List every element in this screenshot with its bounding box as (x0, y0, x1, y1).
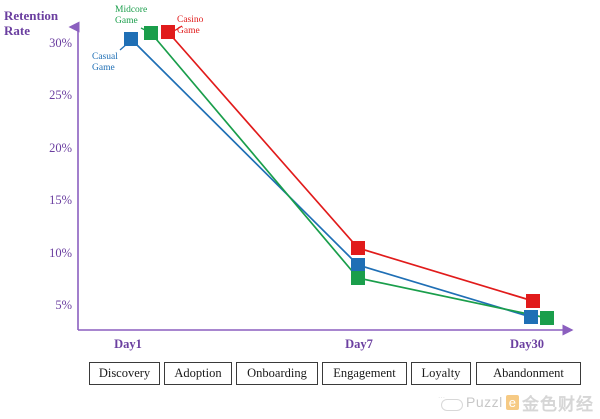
data-point-casual-day7 (351, 258, 365, 272)
data-point-midcore-day30 (540, 311, 554, 325)
data-point-casino-day1 (161, 25, 175, 39)
stage-box-adoption: Adoption (164, 362, 232, 385)
y-tick-20: 20% (49, 141, 72, 155)
data-point-casino-day30 (526, 294, 540, 308)
y-tick-10: 10% (49, 246, 72, 260)
y-tick-25: 25% (49, 88, 72, 102)
watermark-brand: Puzzl (466, 394, 503, 410)
data-point-casual-day1 (124, 32, 138, 46)
x-tick-day7: Day7 (345, 337, 373, 351)
series-line-midcore-game (150, 32, 548, 319)
data-point-casino-day7 (351, 241, 365, 255)
watermark-dots: ··· (438, 394, 446, 402)
y-axis-title: Retention Rate (4, 8, 59, 38)
y-tick-30: 30% (49, 36, 72, 50)
annotation-casual-game: Casual Game (92, 52, 118, 73)
stage-box-onboarding: Onboarding (236, 362, 318, 385)
annotation-midcore-game: Midcore Game (115, 5, 148, 26)
stage-box-abandonment: Abandonment (476, 362, 581, 385)
stage-box-engagement: Engagement (322, 362, 407, 385)
x-tick-day1: Day1 (114, 337, 142, 351)
stage-box-loyalty: Loyalty (411, 362, 471, 385)
watermark-badge: e (505, 394, 519, 410)
x-tick-day30: Day30 (509, 337, 545, 351)
series-line-casino-game (167, 31, 534, 302)
watermark: ··· Puzzl e 金色财经 (438, 389, 594, 415)
data-point-midcore-day1 (144, 26, 158, 40)
data-point-midcore-day7 (351, 271, 365, 285)
data-point-casual-day30 (524, 310, 538, 324)
annotation-casino-game: Casino Game (177, 15, 204, 36)
stage-box-discovery: Discovery (89, 362, 160, 385)
y-tick-5: 5% (55, 298, 72, 312)
leader-casino-game (173, 25, 183, 32)
y-tick-15: 15% (49, 193, 72, 207)
cloud-icon: ··· (438, 394, 464, 411)
watermark-cn-text: 金色财经 (522, 394, 594, 414)
